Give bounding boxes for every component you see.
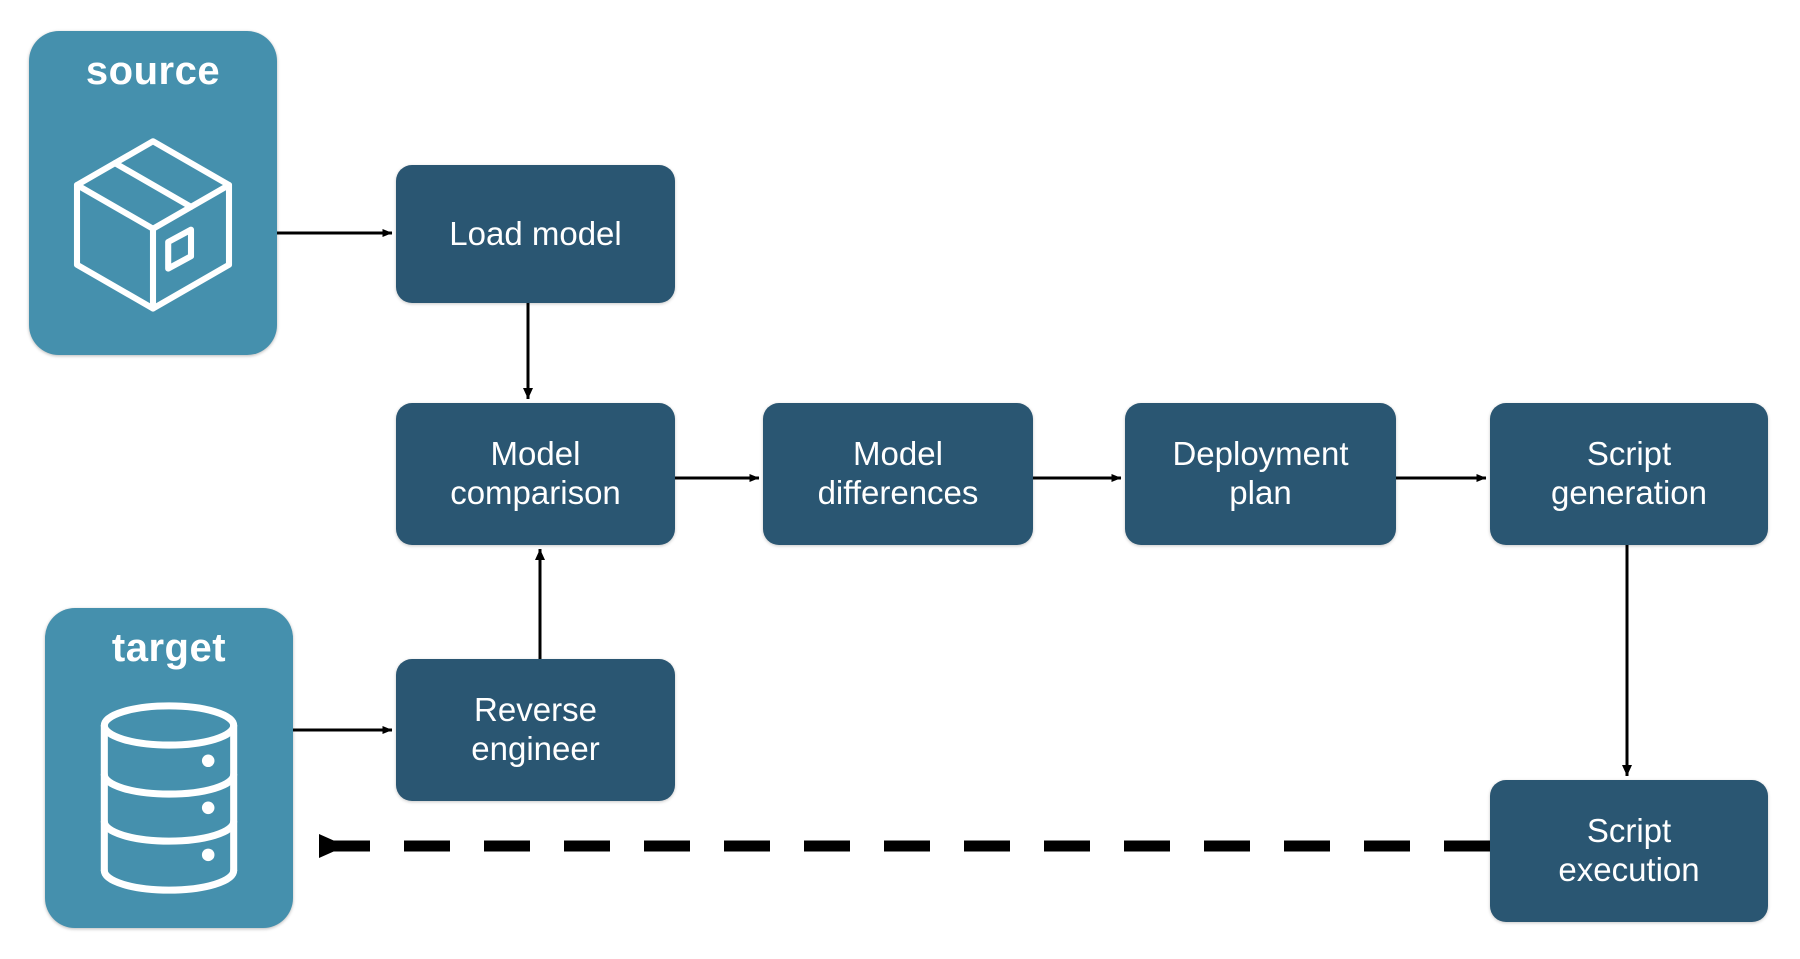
node-deployment-plan-line-2: plan (1229, 474, 1292, 511)
node-script-execution-line-1: Script (1586, 812, 1672, 850)
package-box-icon (29, 91, 277, 355)
node-reverse-engineer-line-2: engineer (471, 730, 600, 767)
node-script-generation-line-1: Script (1586, 435, 1672, 473)
node-model-differences-line-1: Model (853, 435, 943, 473)
node-reverse-engineer-line-1: Reverse (474, 691, 597, 729)
node-deployment-plan-line-1: Deployment (1172, 435, 1349, 473)
node-reverse-engineer[interactable]: Reverse engineer (396, 659, 675, 801)
node-source[interactable]: source (29, 31, 277, 355)
database-cylinder-icon (45, 668, 293, 928)
node-target[interactable]: target (45, 608, 293, 928)
node-source-label: source (85, 49, 221, 93)
node-model-comparison[interactable]: Model comparison (396, 403, 675, 545)
node-target-label: target (111, 626, 227, 670)
node-script-execution[interactable]: Script execution (1490, 780, 1768, 922)
node-model-differences[interactable]: Model differences (763, 403, 1033, 545)
node-script-generation[interactable]: Script generation (1490, 403, 1768, 545)
node-load-model[interactable]: Load model (396, 165, 675, 303)
node-model-comparison-line-2: comparison (450, 474, 621, 511)
node-model-differences-line-2: differences (817, 474, 979, 511)
node-script-execution-line-2: execution (1558, 851, 1700, 888)
node-load-model-line-1: Load model (449, 214, 622, 252)
node-model-comparison-line-1: Model (490, 435, 581, 473)
node-deployment-plan[interactable]: Deployment plan (1125, 403, 1396, 545)
node-script-generation-line-2: generation (1551, 474, 1707, 511)
